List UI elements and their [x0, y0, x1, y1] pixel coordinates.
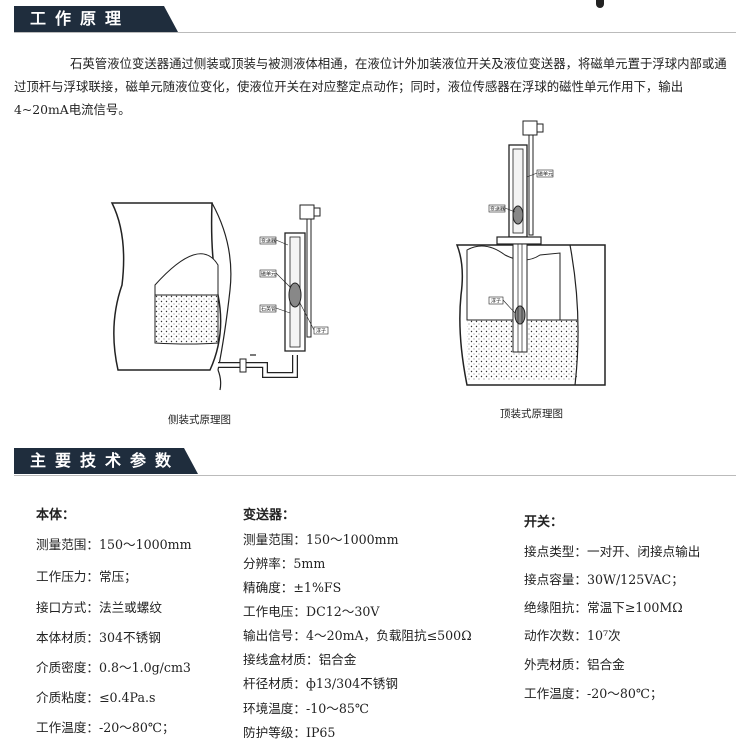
- spec-item: 环境温度：-10～85℃: [243, 701, 369, 716]
- section-divider: [14, 32, 736, 33]
- spec-item: 工作温度：-20～80℃；: [524, 686, 663, 701]
- switch-spec-heading: 开关：: [524, 515, 564, 530]
- top-mount-caption: 顶装式原理图: [500, 408, 563, 420]
- side-mount-diagram: 变送器 磁单元 石英管 浮子: [110, 202, 329, 391]
- spec-item: 绝缘阻抗：常温下≥100MΩ: [524, 600, 683, 615]
- section-title-working-principle: 工作原理: [14, 6, 178, 32]
- spec-item: 外壳材质：铝合金: [524, 657, 625, 672]
- spec-item: 介质粘度：≤0.4Pa.s: [36, 690, 156, 705]
- spec-item: 本体材质：304不锈钢: [36, 630, 161, 645]
- intro-paragraph: 石英管液位变送器通过侧装或顶装与被测液体相通，在液位计外加装液位开关及液位变送器…: [14, 56, 727, 117]
- spec-item: 分辨率：5mm: [243, 556, 326, 571]
- spec-item: 输出信号：4～20mA，负载阻抗≤500Ω: [243, 628, 472, 643]
- spec-item: 动作次数：10⁷次: [524, 628, 621, 643]
- switch-spec-column: 开关： 接点类型：一对开、闭接点输出 接点容量：30W/125VAC； 绝缘阻抗…: [524, 511, 744, 711]
- top-label-float: 浮子: [491, 298, 501, 305]
- spec-item: 精确度：±1%FS: [243, 580, 342, 595]
- side-label-quartz-tube: 石英管: [261, 306, 276, 313]
- spec-item: 工作电压：DC12～30V: [243, 604, 380, 619]
- side-label-magnet: 磁单元: [261, 271, 276, 278]
- spec-item: 接点类型：一对开、闭接点输出: [524, 544, 701, 559]
- spec-item: 接口方式：法兰或螺纹: [36, 600, 162, 615]
- spec-item: 工作温度：-20～80℃；: [36, 720, 175, 735]
- transmitter-spec-heading: 变送器：: [243, 508, 296, 523]
- spec-item: 防护等级：IP65: [243, 725, 336, 740]
- side-label-transmitter: 变送器: [261, 238, 276, 245]
- top-label-magnet: 磁单元: [538, 171, 553, 178]
- section-divider: [14, 475, 736, 476]
- spec-item: 接点容量：30W/125VAC；: [524, 572, 684, 587]
- top-label-transmitter: 变送器: [490, 206, 505, 213]
- transmitter-spec-column: 变送器： 测量范围：150～1000mm 分辨率：5mm 精确度：±1%FS 工…: [243, 504, 513, 749]
- body-spec-heading: 本体：: [36, 508, 76, 523]
- top-mount-diagram: 磁单元 变送器 浮子: [455, 120, 606, 386]
- decorative-dot: [596, 0, 604, 8]
- spec-item: 工作压力：常压；: [36, 569, 137, 584]
- spec-item: 杆径材质：ф13/304不锈钢: [243, 676, 398, 691]
- spec-item: 介质密度：0.8～1.0g/cm3: [36, 660, 191, 675]
- side-mount-caption: 侧装式原理图: [168, 414, 231, 426]
- spec-item: 测量范围：150～1000mm: [36, 537, 192, 552]
- spec-item: 测量范围：150～1000mm: [243, 532, 399, 547]
- section-title-main-specs: 主要技术参数: [14, 448, 198, 474]
- spec-item: 接线盒材质：铝合金: [243, 652, 357, 667]
- body-spec-column: 本体： 测量范围：150～1000mm 工作压力：常压； 接口方式：法兰或螺纹 …: [36, 504, 236, 744]
- side-label-float: 浮子: [316, 328, 326, 335]
